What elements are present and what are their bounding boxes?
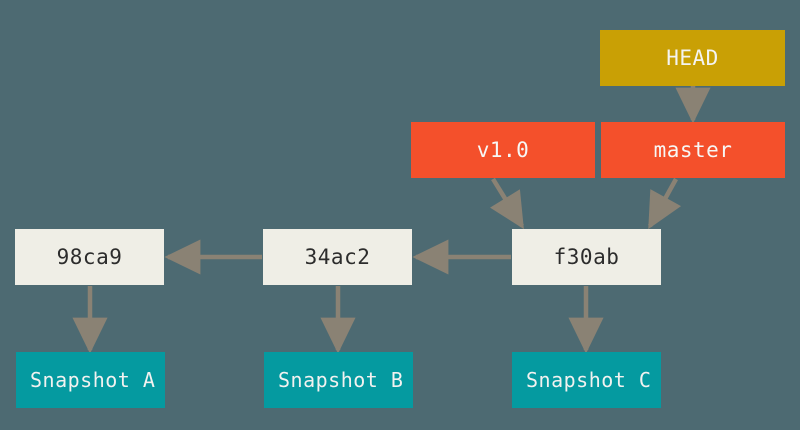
node-branch-master[interactable]: master xyxy=(601,122,785,178)
node-snapshot-b[interactable]: Snapshot B xyxy=(264,352,413,408)
node-snapshot-c[interactable]: Snapshot C xyxy=(512,352,661,408)
edge-master-to-f30ab xyxy=(648,177,682,230)
node-commit-98ca9[interactable]: 98ca9 xyxy=(15,229,164,285)
node-tag-v1-0[interactable]: v1.0 xyxy=(411,122,595,178)
node-commit-34ac2[interactable]: 34ac2 xyxy=(263,229,412,285)
node-head[interactable]: HEAD xyxy=(600,30,785,86)
edge-v10-to-f30ab xyxy=(490,177,524,230)
node-commit-f30ab[interactable]: f30ab xyxy=(512,229,661,285)
node-snapshot-a[interactable]: Snapshot A xyxy=(16,352,165,408)
